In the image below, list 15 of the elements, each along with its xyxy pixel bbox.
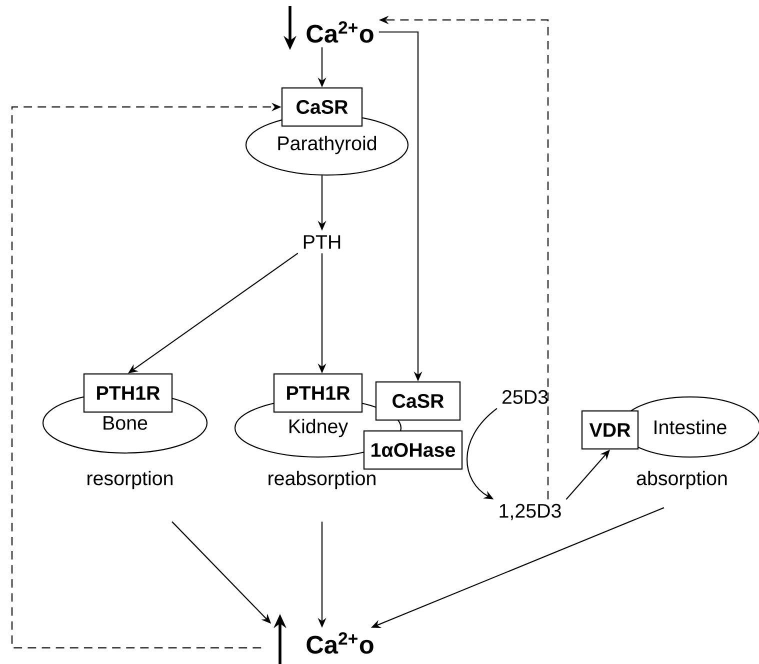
node-label: 25D3 (502, 390, 548, 404)
node-label: PTH (304, 235, 340, 249)
node-label: 1,25D3 (500, 504, 561, 520)
receptor-box: VDR (581, 410, 639, 450)
calcium-label: Ca$^{2+}$o (306, 632, 374, 654)
receptor-box: PTH1R (83, 373, 173, 413)
node-label: resorption (88, 470, 172, 490)
receptor-box: CaSR (281, 87, 363, 127)
receptor-box: 1αOHase (363, 430, 463, 470)
receptor-box: CaSR (375, 381, 461, 421)
node-label: absorption (636, 470, 727, 490)
receptor-box: PTH1R (273, 373, 363, 413)
arrow (466, 408, 498, 500)
calcium-label: Ca$^{2+}$o (306, 21, 374, 43)
node-label: reabsorption (268, 470, 376, 490)
